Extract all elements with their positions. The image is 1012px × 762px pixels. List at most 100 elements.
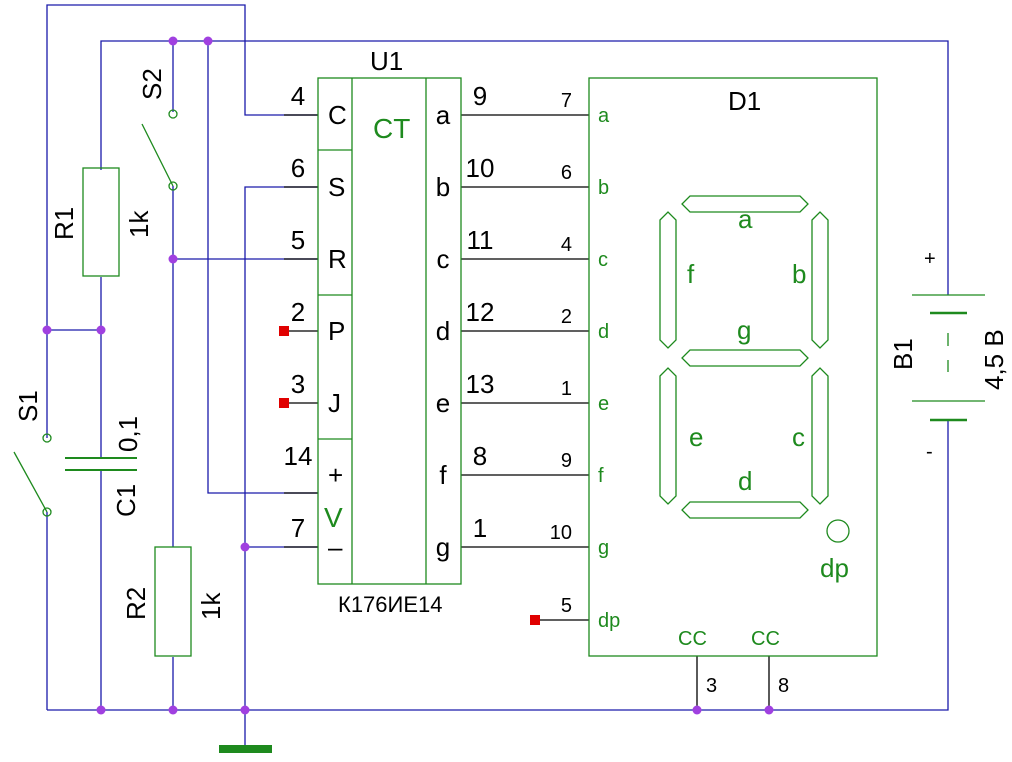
u1-pin-number: 11 <box>467 225 494 255</box>
junction-dot <box>96 705 106 715</box>
d1-pin-name: c <box>598 249 608 271</box>
segment-g <box>681 349 809 367</box>
seg-label-a: a <box>738 204 753 234</box>
wire-clock <box>46 4 318 330</box>
d1-pin-number: 9 <box>561 450 572 472</box>
seg-label-c: c <box>792 422 805 452</box>
u1-part: К176ИЕ14 <box>338 592 442 617</box>
resistor-r1: R1 1k <box>49 167 154 277</box>
c1-ref: C1 <box>111 484 141 517</box>
u1-pin-number: 9 <box>473 81 487 111</box>
u1-body <box>317 77 462 585</box>
resistor-r2: R2 1k <box>121 546 226 657</box>
switch-s2: S2 <box>137 68 178 191</box>
d1-pin-name: f <box>598 465 604 487</box>
u1-pin-name: c <box>437 244 450 274</box>
r1-ref: R1 <box>49 207 79 240</box>
u1-pin-name: – <box>328 532 343 562</box>
junction-dot <box>240 705 250 715</box>
u1-pin-number: 8 <box>473 441 487 471</box>
s1-ref: S1 <box>13 390 43 422</box>
unconnected-marker-j <box>279 398 289 408</box>
u1-pin-name: e <box>436 388 450 418</box>
s1-contact-top <box>42 433 52 443</box>
wire-vplus <box>207 41 318 494</box>
u1-supply-label: V <box>324 502 343 533</box>
d1-pin-name: e <box>598 393 609 415</box>
d1-cc-num-1: 3 <box>706 675 717 697</box>
c1-value: 0,1 <box>113 416 143 452</box>
r2-body <box>154 546 192 657</box>
u1-pin-number: 6 <box>291 153 305 183</box>
wire-top-rail <box>100 40 949 295</box>
u1-pin-name: J <box>328 388 341 418</box>
b1-plus: + <box>924 248 936 270</box>
r2-value: 1k <box>196 592 226 620</box>
ground-symbol <box>219 745 272 753</box>
u1-pin-number: 1 <box>473 513 487 543</box>
unconnected-marker-dp <box>530 615 540 625</box>
u1-pin-name: g <box>436 532 450 562</box>
d1-pin-name: dp <box>598 610 620 632</box>
d1-pin-number: 1 <box>561 378 572 400</box>
d1-pin-number: 6 <box>561 162 572 184</box>
u1-pin-name: R <box>328 244 347 274</box>
u1-pin-name: P <box>328 316 345 346</box>
seg-label-e: e <box>689 422 703 452</box>
b1-ref: B1 <box>888 338 918 370</box>
u1-pin-number: 2 <box>291 297 305 327</box>
d1-cc-label-2: CC <box>751 628 780 650</box>
u1-pin-name: b <box>436 172 450 202</box>
u1-pin-number: 14 <box>284 441 313 471</box>
d1-pin-name: a <box>598 105 610 127</box>
junctions <box>42 36 774 715</box>
seg-label-g: g <box>737 315 751 345</box>
u1-pin-number: 12 <box>466 297 495 327</box>
d1-cc-num-2: 8 <box>778 675 789 697</box>
junction-dot <box>692 705 702 715</box>
r2-ref: R2 <box>121 587 151 620</box>
switch-s1: S1 <box>13 390 52 517</box>
segment-d <box>681 501 809 519</box>
r1-value: 1k <box>124 210 154 238</box>
battery-b1: + - B1 4,5 B <box>888 248 1009 463</box>
junction-dot <box>168 254 178 264</box>
u1-pin-name: + <box>328 460 343 490</box>
u1-pin-number: 13 <box>466 369 495 399</box>
capacitor-c1: 0,1 C1 <box>65 416 143 517</box>
junction-dot <box>42 325 52 335</box>
u1-function: CT <box>373 113 410 144</box>
u1-pin-name: C <box>328 100 347 130</box>
u1-pin-name: d <box>436 316 450 346</box>
d1-pin-number: 4 <box>561 234 572 256</box>
b1-value: 4,5 B <box>979 329 1009 390</box>
u1-pin-name: S <box>328 172 345 202</box>
d1-ref: D1 <box>728 86 761 116</box>
segment-dp <box>826 519 850 543</box>
d1-cc-label-1: CC <box>678 628 707 650</box>
s2-contact-bottom <box>168 181 178 191</box>
d1-body <box>588 77 878 657</box>
seg-label-d: d <box>738 466 752 496</box>
u1-pin-number: 5 <box>291 225 305 255</box>
d1-pin-name: b <box>598 177 609 199</box>
s2-ref: S2 <box>137 68 167 100</box>
s2-contact-top <box>168 109 178 119</box>
d1-pin-number: 10 <box>550 522 572 544</box>
d1-pin-number: 5 <box>561 595 572 617</box>
wires <box>46 4 949 745</box>
seg-label-dp: dp <box>820 553 849 583</box>
seg-label-b: b <box>792 259 806 289</box>
wire-bottom-rail <box>47 420 949 711</box>
d1-pin-number: 2 <box>561 306 572 328</box>
u1-pin-number: 3 <box>291 369 305 399</box>
u1-pin-number: 4 <box>291 81 305 111</box>
segment-a <box>681 195 809 213</box>
r1-body <box>82 167 120 277</box>
